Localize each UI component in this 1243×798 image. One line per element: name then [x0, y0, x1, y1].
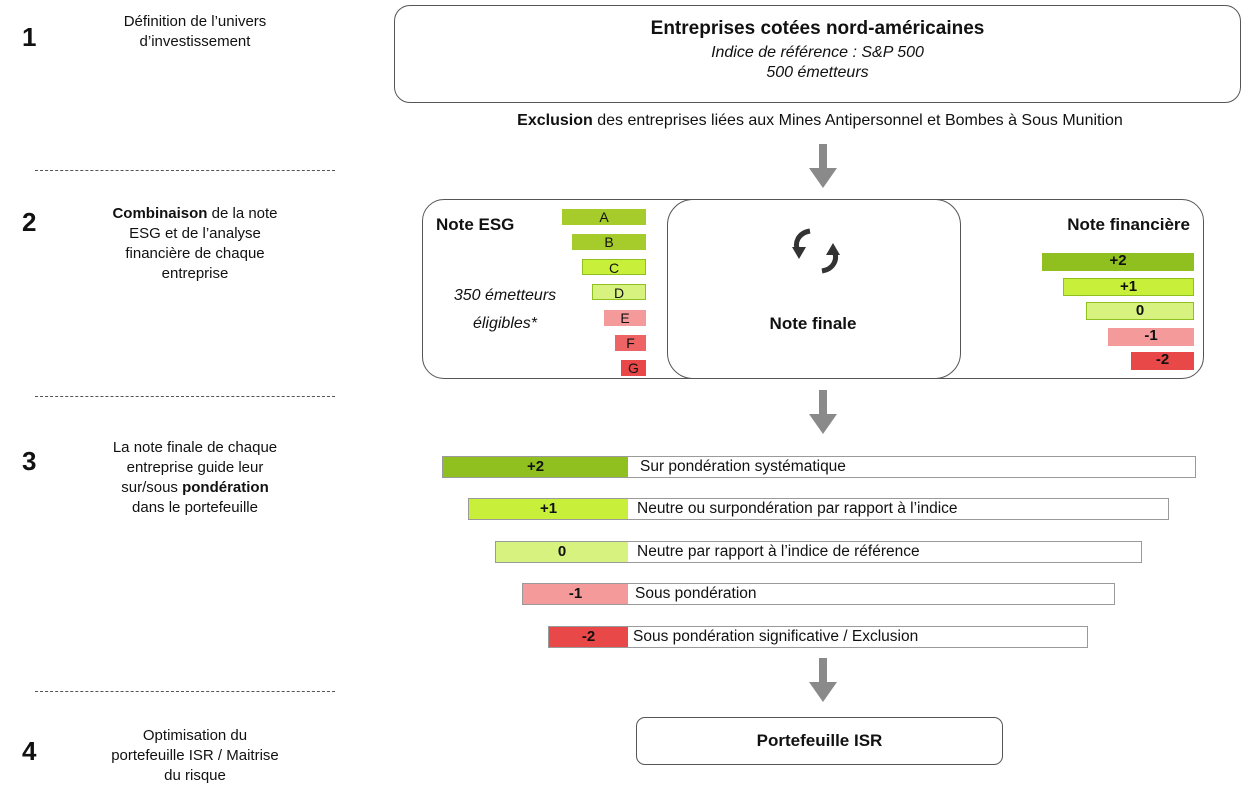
financial-title: Note financière [1067, 215, 1190, 234]
weighting-row: -2 Sous pondération significative / Excl… [548, 626, 1088, 648]
cycle-arrows-icon [792, 228, 840, 274]
esg-grade-bar: A [562, 209, 646, 225]
divider [35, 170, 335, 171]
step-2-number: 2 [22, 207, 37, 237]
esg-grade-bar: C [582, 259, 646, 276]
step-4-number: 4 [22, 736, 37, 766]
esg-grade-bar: E [604, 310, 646, 326]
weighting-label: Neutre par rapport à l’indice de référen… [637, 543, 920, 560]
financial-score-bar: +2 [1042, 253, 1194, 271]
esg-title: Note ESG [436, 215, 515, 234]
esg-eligible-text: 350 émetteurs éligibles* [453, 287, 557, 332]
divider [35, 396, 335, 397]
benchmark-text: Indice de référence : S&P 500 [711, 44, 924, 61]
weighting-score: -1 [523, 584, 628, 604]
arrow-down-icon [809, 390, 837, 434]
exclusion-bold: Exclusion [517, 112, 593, 129]
arrow-down-icon [809, 658, 837, 702]
esg-grade-bar: F [615, 335, 646, 351]
esg-grade-bar: B [572, 234, 646, 250]
divider [35, 691, 335, 692]
weighting-score: 0 [496, 542, 628, 562]
final-score-box [667, 199, 961, 379]
financial-score-bar: 0 [1086, 302, 1194, 320]
esg-grade-bar: D [592, 284, 646, 301]
exclusion-rest: des entreprises liées aux Mines Antipers… [592, 112, 1123, 129]
weighting-label: Sous pondération [635, 585, 757, 602]
weighting-row: 0 Neutre par rapport à l’indice de référ… [495, 541, 1142, 563]
weighting-row: +1 Neutre ou surpondération par rapport … [468, 498, 1169, 520]
weighting-row: +2 Sur pondération systématique [442, 456, 1196, 478]
step-1-number: 1 [22, 22, 37, 52]
exclusion-text: Exclusion des entreprises liées aux Mine… [400, 112, 1240, 130]
financial-score-bar: -2 [1131, 352, 1194, 370]
step-3-number: 3 [22, 446, 37, 476]
universe-title: Entreprises cotées nord-américaines [650, 18, 985, 39]
weighting-label: Neutre ou surpondération par rapport à l… [637, 500, 958, 517]
weighting-label: Sous pondération significative / Exclusi… [633, 628, 919, 645]
weighting-score: -2 [549, 627, 628, 647]
weighting-row: -1 Sous pondération [522, 583, 1115, 605]
financial-score-bar: +1 [1063, 278, 1194, 296]
weighting-label: Sur pondération systématique [640, 458, 846, 475]
weighting-score: +2 [443, 457, 628, 477]
esg-grade-bar: G [621, 360, 646, 376]
universe-box: Entreprises cotées nord-américaines Indi… [394, 5, 1241, 103]
issuers-count: 500 émetteurs [766, 64, 869, 81]
financial-score-bar: -1 [1108, 328, 1194, 346]
final-score-label: Note finale [769, 314, 857, 333]
weighting-score: +1 [469, 499, 628, 519]
portfolio-box: Portefeuille ISR [636, 717, 1003, 765]
arrow-down-icon [809, 144, 837, 188]
